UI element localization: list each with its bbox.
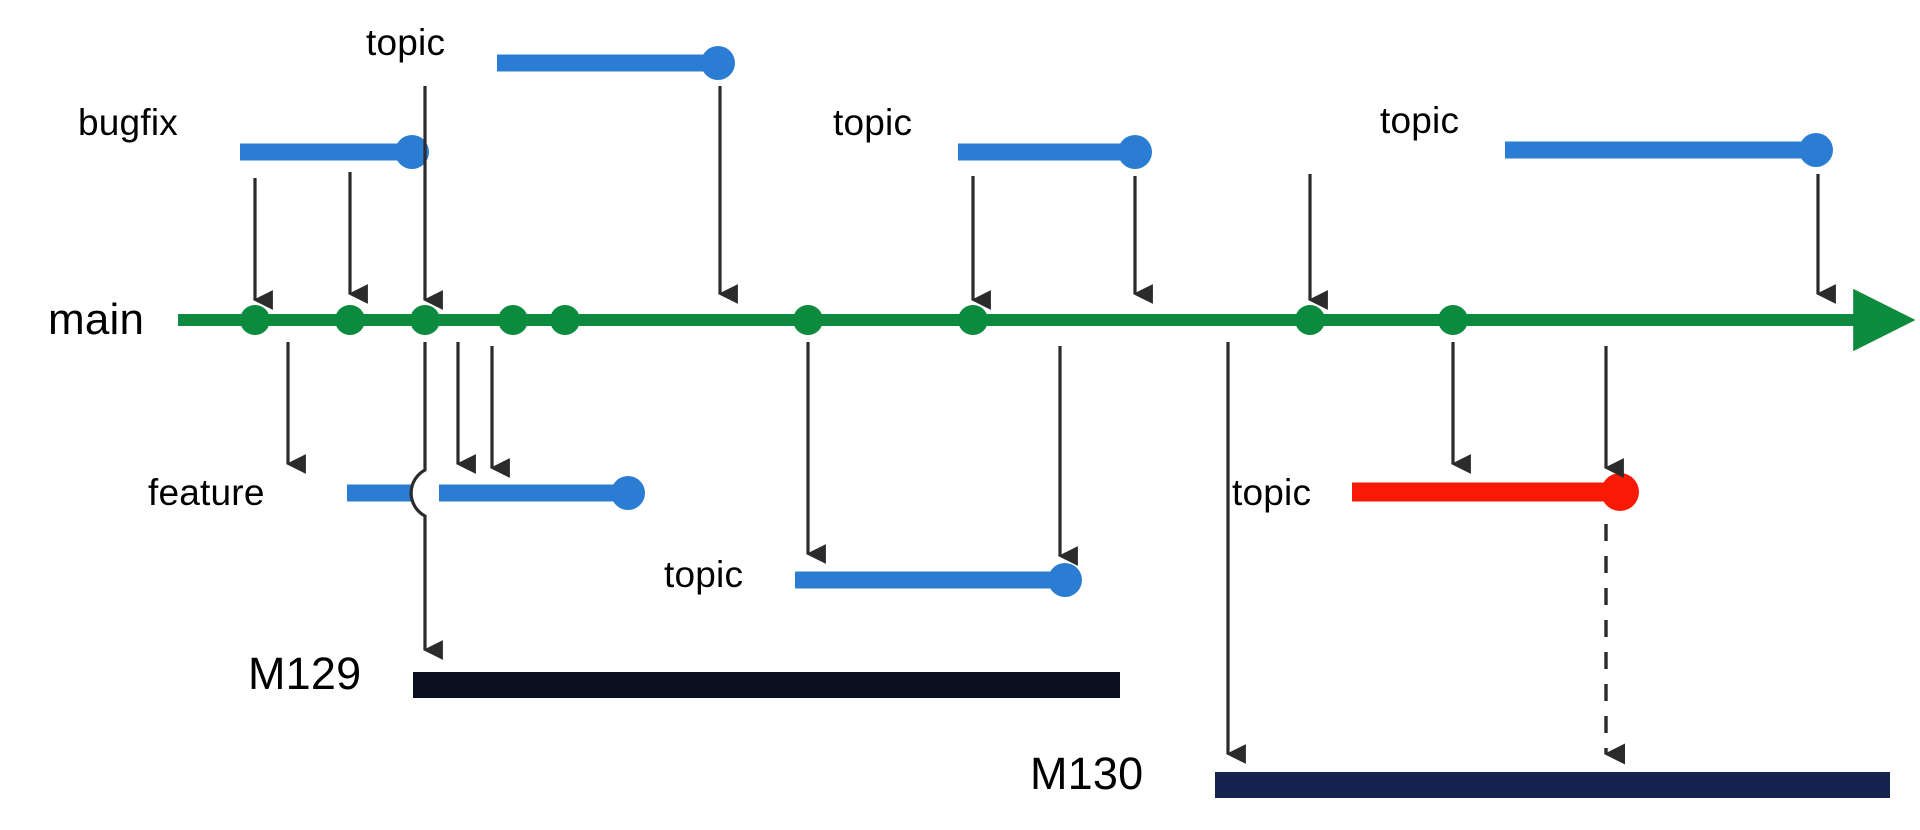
milestone-m129-label: M129 xyxy=(248,648,362,699)
main-commit-dot[interactable] xyxy=(498,305,528,335)
milestone-m130-label: M130 xyxy=(1030,748,1144,799)
bugfix-branch-group xyxy=(240,135,429,310)
main-commit-dot[interactable] xyxy=(1295,305,1325,335)
feature-head-dot[interactable] xyxy=(611,476,645,510)
feature-crossing-hop xyxy=(409,342,443,660)
topic-bottom-head-dot[interactable] xyxy=(1048,563,1082,597)
topic-top-branch-label: topic xyxy=(366,22,446,63)
topic-bottom-branch-group xyxy=(795,342,1082,597)
topic-far-right-branch-label: topic xyxy=(1380,100,1460,141)
topic-far-right-branch-group xyxy=(1308,133,1836,310)
main-commit-dot[interactable] xyxy=(240,305,270,335)
topic-hotfix-branch-label: topic xyxy=(1232,472,1312,513)
main-branch-group xyxy=(178,288,1916,352)
main-commit-dot[interactable] xyxy=(958,305,988,335)
feature-branch-group xyxy=(286,342,645,660)
topic-bottom-branch-label: topic xyxy=(664,554,744,595)
topic-right-upper-branch-group xyxy=(958,135,1153,310)
topic-top-head-dot[interactable] xyxy=(701,46,735,80)
topic-far-right-head-dot[interactable] xyxy=(1799,133,1833,167)
topic-hotfix-branch-group xyxy=(1352,342,1639,765)
bugfix-head-dot[interactable] xyxy=(395,135,429,169)
milestone-m129-bar xyxy=(413,672,1120,698)
main-commit-dot[interactable] xyxy=(550,305,580,335)
milestone-m130-group xyxy=(1215,342,1890,798)
main-branch-label: main xyxy=(48,295,145,344)
feature-branch-label: feature xyxy=(148,472,265,513)
milestone-m130-bar xyxy=(1215,772,1890,798)
main-commit-dot[interactable] xyxy=(410,305,440,335)
topic-right-upper-head-dot[interactable] xyxy=(1118,135,1152,169)
main-commit-dot[interactable] xyxy=(1438,305,1468,335)
milestone-m129-group xyxy=(413,672,1120,698)
bugfix-branch-label: bugfix xyxy=(78,102,178,143)
topic-hotfix-head-dot[interactable] xyxy=(1601,473,1639,511)
topic-top-branch-group xyxy=(423,46,738,310)
main-commit-dot[interactable] xyxy=(793,305,823,335)
topic-right-upper-branch-label: topic xyxy=(833,102,913,143)
main-commit-dot[interactable] xyxy=(335,305,365,335)
